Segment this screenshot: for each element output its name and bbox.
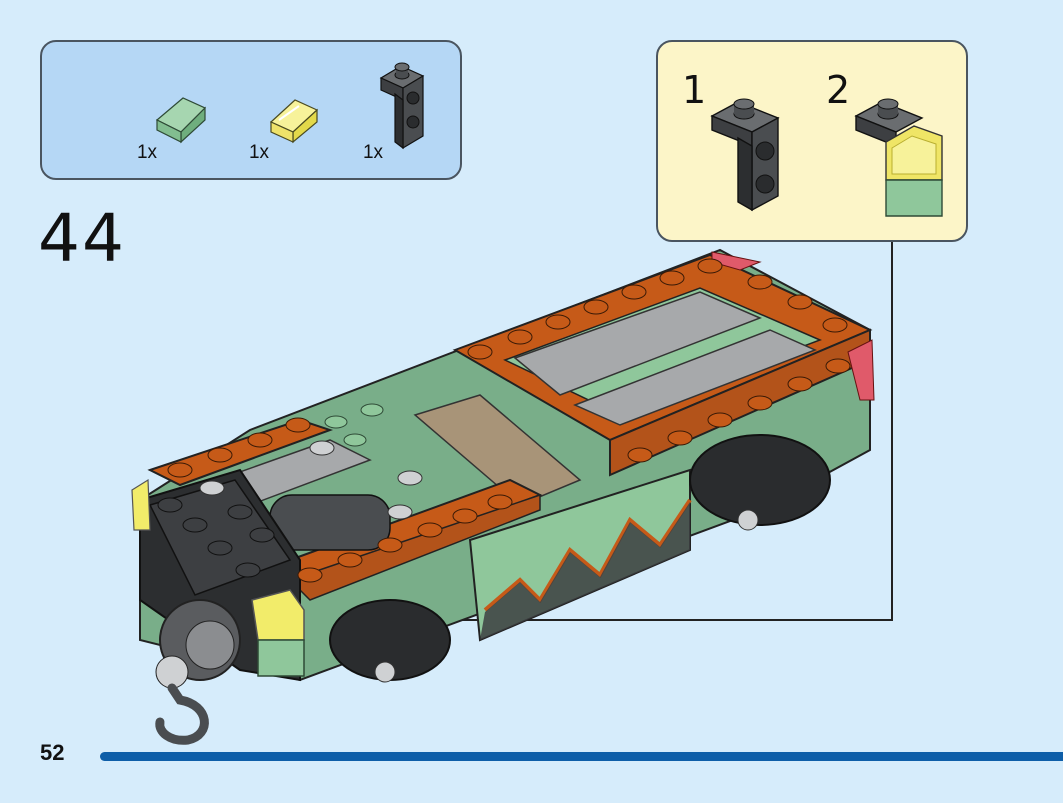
black-bracket-brick-icon <box>379 62 425 150</box>
page-progress-bar <box>100 752 1063 761</box>
parts-list-box: 1x 1x 1x <box>40 40 462 180</box>
step-number: 44 <box>38 200 126 277</box>
sand-green-slope-brick-icon <box>155 97 207 144</box>
black-bracket-brick-icon <box>710 98 780 212</box>
bracket-with-slopes-icon <box>854 98 943 217</box>
page-number: 52 <box>40 740 65 765</box>
trans-yellow-slope-brick-icon <box>269 99 319 144</box>
part-quantity: 1x <box>362 142 384 163</box>
part-quantity: 1x <box>248 142 270 163</box>
sub-assembly-callout: 1 2 <box>656 40 968 242</box>
sub-step-number: 1 <box>682 68 707 112</box>
part-quantity: 1x <box>136 142 158 163</box>
sub-step-number: 2 <box>826 68 851 112</box>
